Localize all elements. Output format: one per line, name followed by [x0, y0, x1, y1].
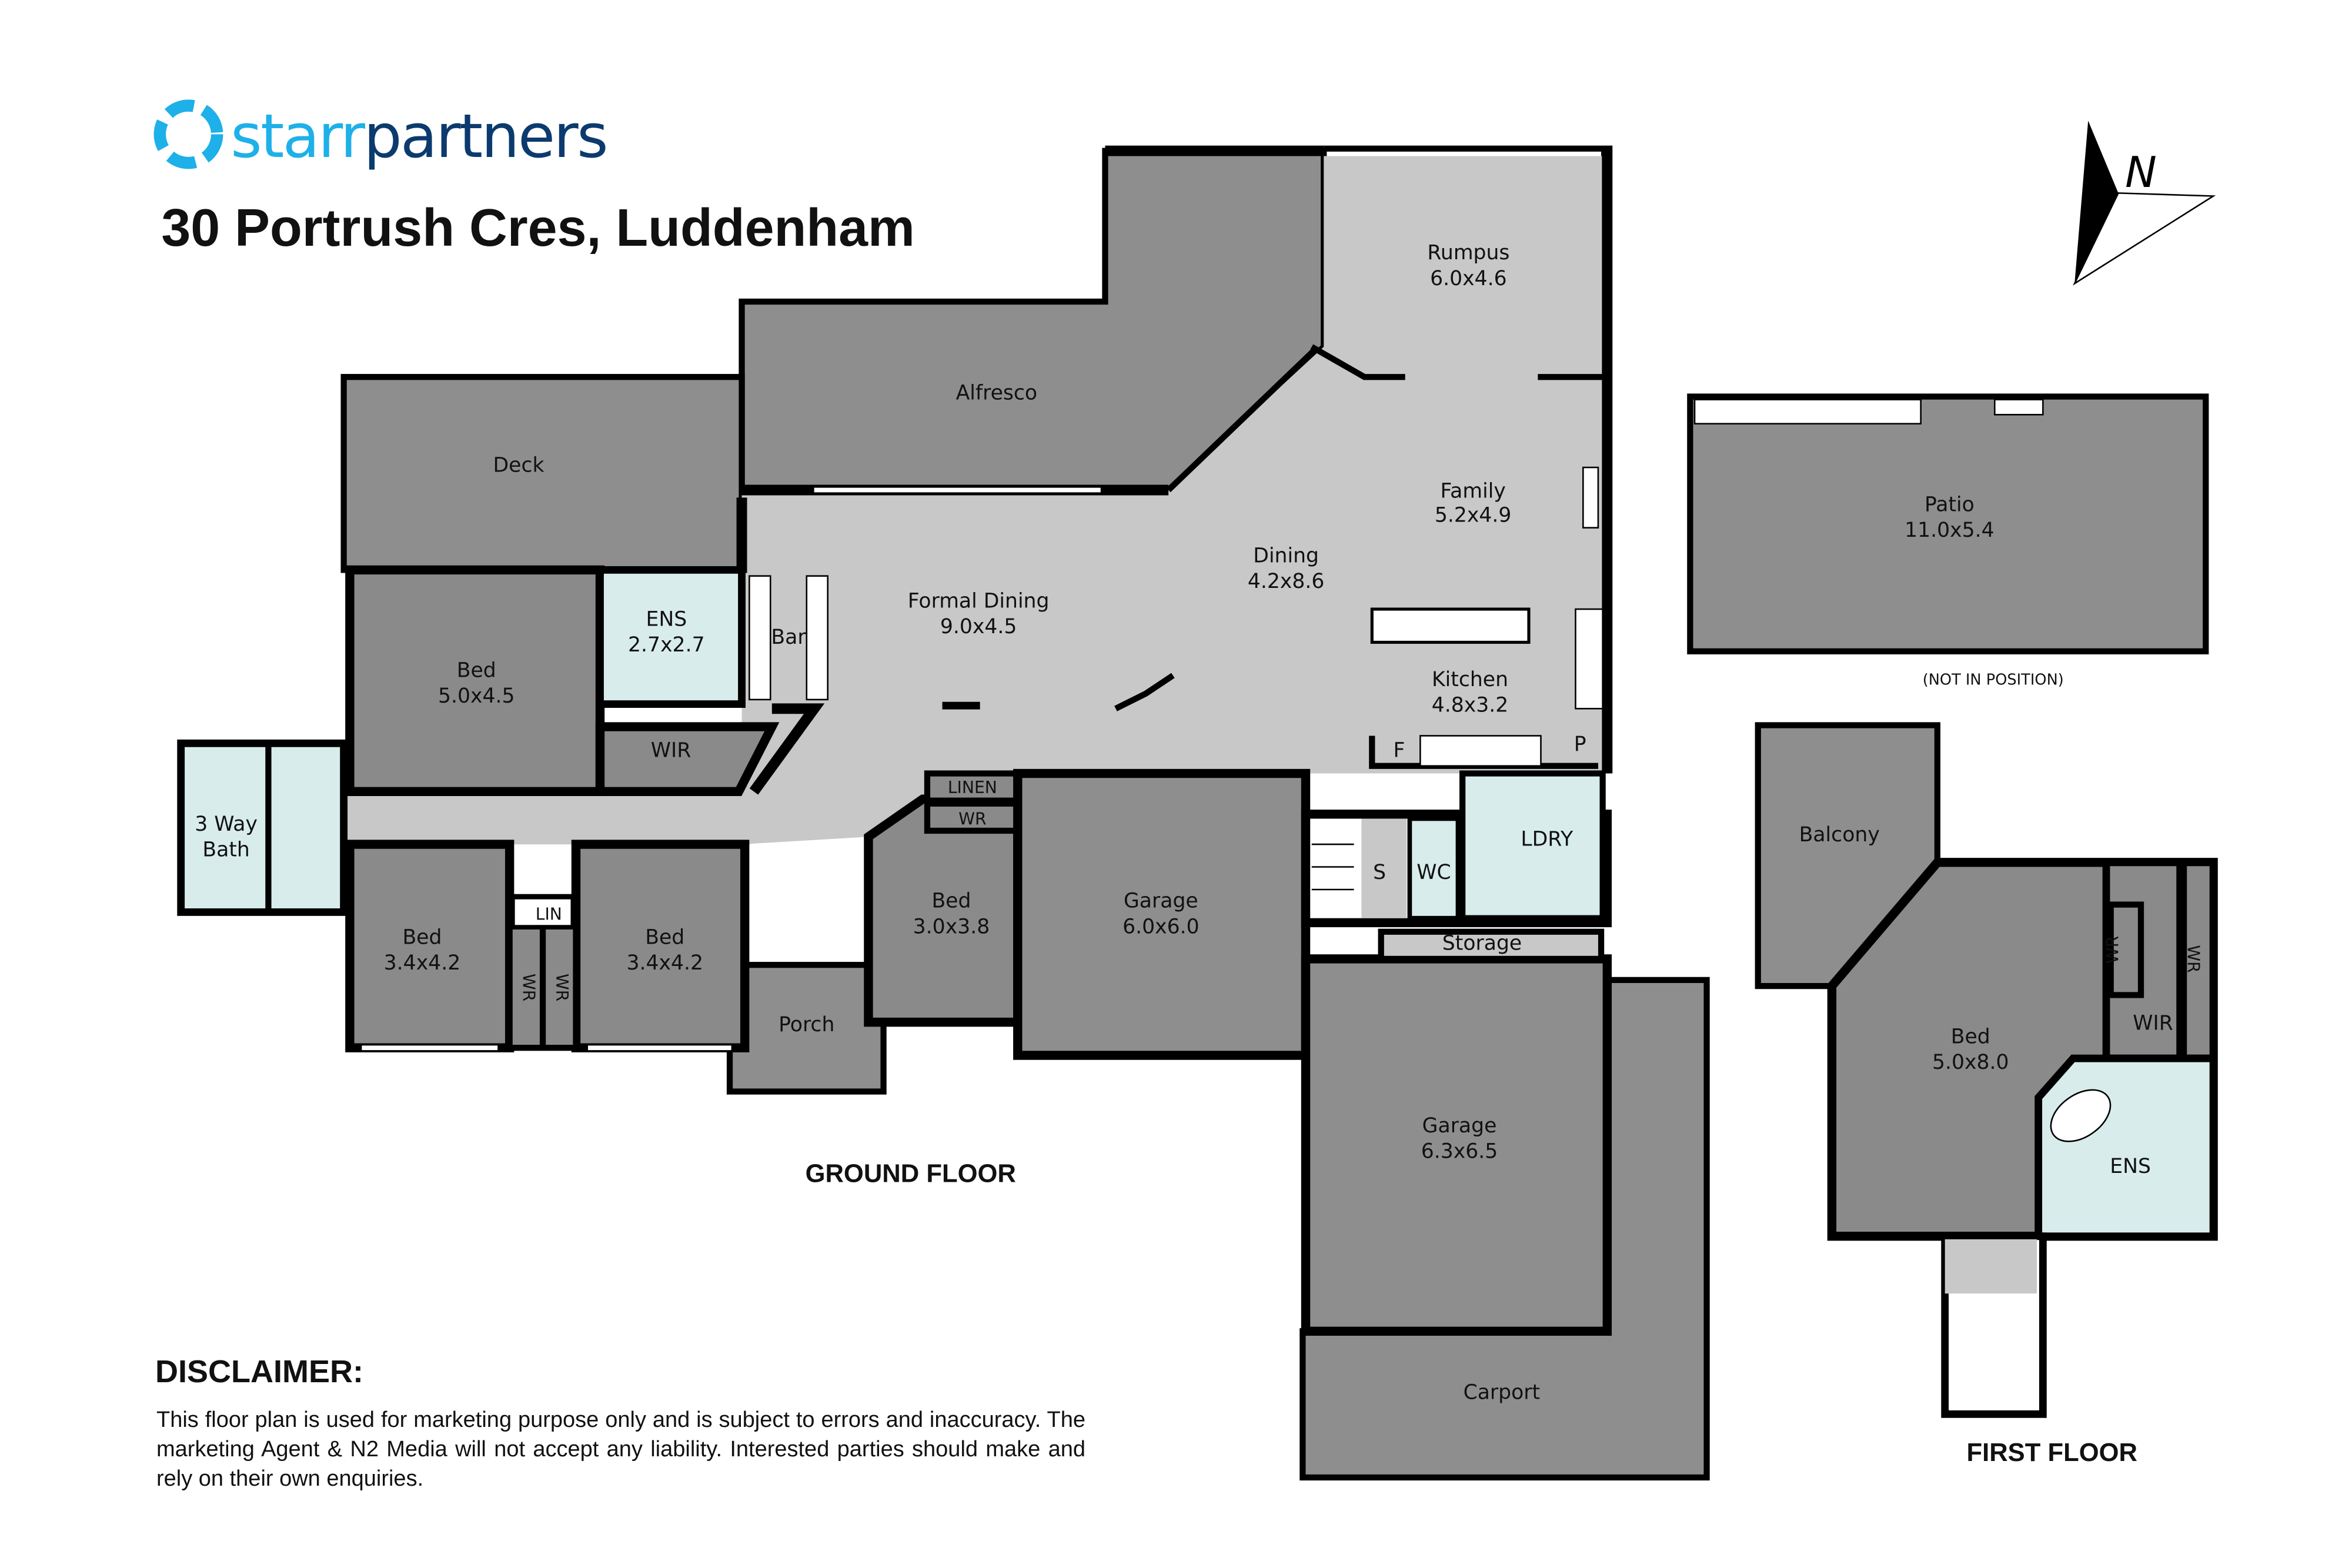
room-size: 9.0x4.5	[940, 615, 1017, 638]
bed-main	[345, 565, 605, 797]
storage	[1378, 928, 1605, 962]
room-label: LIN	[536, 904, 562, 924]
room-label: Bed	[1951, 1025, 1990, 1049]
disclaimer-title: DISCLAIMER:	[155, 1354, 363, 1389]
garage-2	[1301, 954, 1612, 1336]
room-label: Deck	[493, 454, 544, 477]
room-label: Patio	[1925, 493, 1975, 516]
room-size: 3.4x4.2	[384, 951, 461, 975]
ground-floor-plan	[177, 145, 1710, 1481]
room-size: 5.0x8.0	[1932, 1051, 2009, 1074]
bed-3	[571, 840, 750, 1052]
room-label: Bed	[457, 658, 496, 682]
room-size: 5.2x4.9	[1435, 503, 1512, 527]
kitchen-bench	[1419, 735, 1542, 767]
room-size: 2.7x2.7	[628, 633, 705, 657]
room-size: 4.2x8.6	[1248, 570, 1325, 593]
ensuite-first	[2034, 1054, 2217, 1241]
room-size: 6.0x6.0	[1122, 915, 1200, 938]
room-label: Rumpus	[1427, 241, 1509, 265]
svg-text:N: N	[2125, 148, 2157, 197]
ground-floor-title: GROUND FLOOR	[806, 1159, 1016, 1188]
room-label: Bar	[771, 626, 806, 649]
patio-note: (NOT IN POSITION)	[1923, 671, 2064, 688]
three-way-bath	[177, 739, 348, 916]
room-label: LINEN	[948, 778, 997, 797]
room-label: Bath	[202, 838, 249, 862]
room-label: Storage	[1442, 932, 1522, 955]
room-label: ENS	[2110, 1155, 2151, 1178]
wir	[595, 722, 780, 797]
room-label: LDRY	[1521, 828, 1573, 851]
room-size: 5.0x4.5	[438, 684, 515, 708]
svg-text:starrpartners: starrpartners	[230, 102, 607, 172]
linen-cupboard	[510, 894, 576, 930]
first-floor-title: FIRST FLOOR	[1966, 1439, 2137, 1467]
room-size: 3.4x4.2	[626, 951, 703, 975]
property-address: 30 Portrush Cres, Luddenham	[161, 199, 914, 258]
disclaimer-text: This floor plan is used for marketing pu…	[156, 1407, 1085, 1491]
kitchen-island	[1370, 607, 1531, 644]
room-label: WIR	[651, 738, 691, 762]
room-label: Family	[1440, 479, 1505, 503]
patio-plan: Patio 11.0x5.4 (NOT IN POSITION)	[1687, 393, 2209, 688]
room-size: 4.8x3.2	[1432, 693, 1509, 717]
north-arrow-icon: N	[2073, 121, 2216, 286]
room-label: P	[1574, 733, 1586, 756]
room-label: WR	[519, 974, 539, 1001]
garage-1	[1013, 768, 1311, 1060]
room-label: WC	[1416, 861, 1451, 884]
room-label: Balcony	[1799, 823, 1880, 847]
room-size: 11.0x5.4	[1905, 519, 1994, 542]
room-label: Kitchen	[1432, 668, 1508, 691]
first-floor-plan: Balcony Bed 5.0x8.0 WR WR WIR ENS FIRST …	[1755, 722, 2218, 1467]
deck	[340, 374, 745, 573]
room-label: WR	[2184, 945, 2203, 972]
ensuite	[596, 566, 746, 708]
room-label: Dining	[1253, 544, 1319, 568]
room-size: 3.0x3.8	[913, 915, 990, 938]
room-label: Alfresco	[956, 382, 1037, 405]
room-label: F	[1394, 738, 1405, 762]
room-label: 3 Way	[195, 813, 258, 836]
room-label: WIR	[2133, 1011, 2173, 1035]
room-label: Bed	[402, 925, 442, 949]
room-label: ENS	[646, 607, 687, 631]
room-label: WR	[2103, 936, 2123, 964]
room-label: WR	[958, 810, 986, 829]
room-size: 6.0x4.6	[1430, 267, 1507, 290]
room-label: S	[1373, 861, 1386, 884]
room-label: Carport	[1464, 1381, 1541, 1405]
room-label: Garage	[1124, 890, 1198, 913]
room-label: Formal Dining	[908, 590, 1050, 613]
room-label: Bed	[931, 890, 971, 913]
starr-partners-logo: starrpartners	[153, 99, 609, 172]
room-label: WR	[552, 974, 572, 1001]
room-size: 6.3x6.5	[1421, 1139, 1498, 1163]
room-label: Bed	[645, 925, 684, 949]
room-label: Garage	[1422, 1114, 1497, 1138]
room-label: Porch	[779, 1013, 834, 1037]
